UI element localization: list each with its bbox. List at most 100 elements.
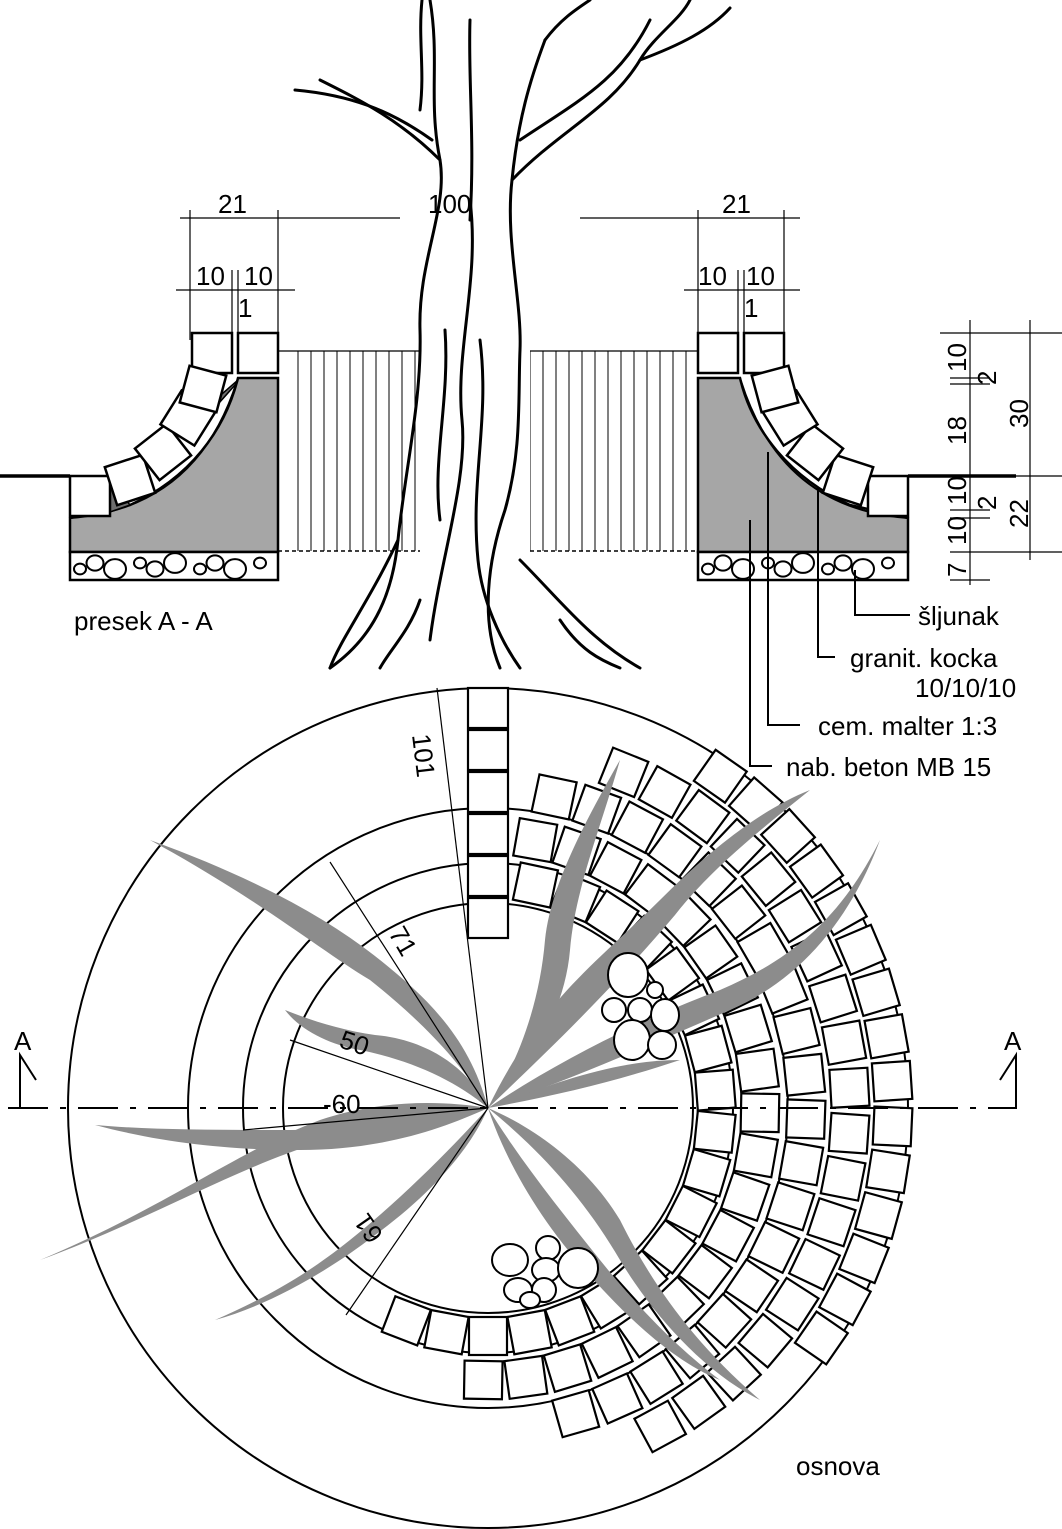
legend-cem-malter: cem. malter 1:3 — [818, 711, 997, 741]
dim-right-total: 21 — [722, 189, 751, 219]
paving-block — [723, 1257, 780, 1314]
paving-block — [719, 1171, 771, 1223]
paving-block — [817, 1272, 873, 1327]
paving-block — [692, 1109, 737, 1154]
dim-v-gravel: 7 — [942, 563, 972, 577]
paving-block — [683, 1024, 733, 1074]
plan-view: A A 101 71 50 -60 61 osnova — [8, 686, 1022, 1529]
paving-block — [865, 1148, 912, 1195]
dim-v-22: 22 — [1004, 499, 1034, 528]
block — [236, 331, 280, 375]
svg-text:A: A — [14, 1026, 32, 1056]
paving-block — [777, 1139, 825, 1187]
paving-block — [705, 1345, 763, 1403]
paving-block — [674, 788, 731, 845]
left-curb — [68, 331, 280, 582]
paving-block — [806, 1196, 857, 1248]
paving-block — [819, 1154, 867, 1202]
dim-v-lower-10: 10 — [942, 516, 972, 545]
paving-block — [767, 888, 823, 944]
paving-block — [637, 764, 692, 820]
dim-right-gap: 1 — [744, 293, 758, 323]
paving-block — [820, 1019, 868, 1067]
paving-block — [788, 843, 845, 900]
legend-sljunak: šljunak — [918, 601, 1000, 631]
paving-block — [506, 1308, 553, 1356]
paving-block — [695, 1292, 753, 1350]
paving-block — [550, 1388, 601, 1439]
paving-block — [787, 1237, 842, 1292]
paving-block — [853, 1190, 904, 1241]
tree — [293, 0, 732, 670]
block — [696, 331, 740, 375]
dim-left-gap: 1 — [238, 293, 252, 323]
dim-v-top-gap: 2 — [972, 371, 1002, 385]
dim-right-a: 10 — [698, 261, 727, 291]
paving-block — [681, 1147, 732, 1198]
dim-v-30: 30 — [1004, 399, 1034, 428]
dim-r101: 101 — [406, 732, 441, 779]
paving-block — [680, 850, 738, 908]
paving-block — [590, 1371, 644, 1426]
paving-block — [588, 840, 643, 896]
dim-span: 100 — [428, 189, 471, 219]
dim-right-b: 10 — [746, 261, 775, 291]
paving-block — [782, 1052, 827, 1097]
dim-left-b: 10 — [244, 261, 273, 291]
paving-block — [772, 1006, 821, 1056]
right-curb — [696, 331, 910, 582]
paving-block — [542, 1343, 593, 1394]
paving-block — [871, 1105, 914, 1148]
paving-block — [759, 807, 817, 865]
paving-block — [530, 773, 578, 821]
dim-r71: 71 — [383, 921, 423, 961]
section-a-a: 21 100 10 10 1 21 10 10 1 10 2 18 30 10 — [0, 0, 1062, 670]
paving-block — [580, 1325, 635, 1380]
legend-granit: granit. kocka — [850, 643, 998, 673]
paving-block — [700, 1208, 756, 1263]
section-title: presek A - A — [74, 606, 213, 636]
paving-block — [793, 1310, 850, 1366]
block — [103, 453, 157, 507]
tree-roots — [40, 760, 880, 1400]
block — [133, 422, 193, 482]
block — [178, 364, 228, 414]
block — [866, 474, 910, 518]
legend: šljunak granit. kocka 10/10/10 cem. malt… — [749, 452, 1016, 782]
paving-block — [682, 923, 739, 980]
svg-text:A: A — [1004, 1026, 1022, 1056]
gravel-pebbles — [73, 552, 895, 580]
paving-block — [807, 973, 859, 1024]
paving-block — [734, 1047, 781, 1093]
paving-block — [462, 1359, 504, 1401]
paving-block — [837, 1232, 891, 1285]
paving-block — [739, 1092, 781, 1134]
paving-block — [732, 1131, 780, 1179]
paving-block — [543, 1294, 596, 1347]
radius-dimensions: 101 71 50 -60 61 — [242, 687, 489, 1316]
section-dimensions: 21 100 10 10 1 21 10 10 1 10 2 18 30 10 — [176, 189, 1062, 585]
paving-block — [466, 854, 510, 898]
paving-block — [785, 1098, 827, 1140]
legend-beton: nab. beton MB 15 — [786, 752, 991, 782]
plan-title: osnova — [796, 1451, 880, 1481]
dim-v-lower-block: 10 — [942, 476, 972, 505]
dim-r60: -60 — [323, 1089, 361, 1119]
paving-block — [692, 748, 749, 805]
dim-v-lower-gap: 2 — [972, 496, 1002, 510]
paving-block — [851, 967, 902, 1018]
paving-block — [765, 1180, 816, 1232]
paving-block — [503, 1354, 549, 1401]
paving-block — [746, 1220, 801, 1275]
dim-left-a: 10 — [196, 261, 225, 291]
paving-block — [511, 861, 560, 909]
plan-pebbles — [491, 952, 680, 1309]
paving-block — [511, 816, 559, 864]
paving-block — [466, 896, 510, 940]
paving-block — [664, 1184, 719, 1239]
dim-v-top-block: 10 — [942, 343, 972, 372]
paving-block — [670, 1374, 727, 1431]
paving-block — [467, 1315, 509, 1357]
paving-block — [710, 884, 767, 941]
paving-block — [828, 1066, 871, 1109]
